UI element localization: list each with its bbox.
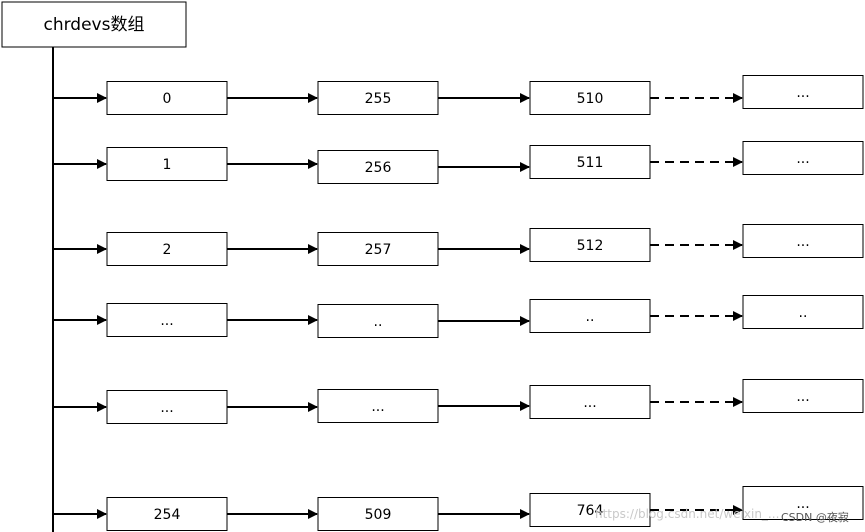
chain-row: 254 509 764...	[53, 486, 864, 531]
chain-node-box	[742, 141, 864, 175]
chain-node-box	[529, 385, 651, 419]
chain-row: .........	[53, 295, 864, 338]
chain-row: 2 257 512...	[53, 224, 864, 266]
chain-node-label: 1	[163, 157, 172, 173]
chain-node-box	[317, 232, 439, 266]
diagram-title: chrdevs数组	[44, 15, 145, 35]
chain-node-label: 257	[365, 242, 392, 258]
chain-node-label: ...	[796, 234, 809, 250]
rows-group: 0 255 510... 1 256 511... 2 257 512.............…	[53, 75, 864, 531]
chain-node-box	[742, 224, 864, 258]
title-box: chrdevs数组	[1, 1, 187, 48]
chain-node-label: 511	[577, 155, 604, 171]
chain-node-label: ...	[160, 400, 173, 416]
chain-node-label: ...	[796, 151, 809, 167]
chain-row: 1 256 511...	[53, 141, 864, 184]
chain-node-label: ...	[796, 496, 809, 512]
chain-node-label: ..	[799, 305, 808, 321]
chain-node-label: 256	[365, 160, 392, 176]
chain-node-label: 255	[365, 91, 392, 107]
title-box-border	[1, 1, 187, 48]
chain-node-label: ...	[371, 399, 384, 415]
chain-node-label: 764	[577, 503, 604, 519]
chain-node-label: ...	[796, 85, 809, 101]
chain-node-label: 0	[163, 91, 172, 107]
chain-node-box	[742, 295, 864, 329]
watermark-url: https://blog.csdn.net/weixin_...	[595, 507, 779, 521]
chain-node-label: 510	[577, 91, 604, 107]
chain-node-box	[529, 145, 651, 179]
chain-node-label: 254	[154, 507, 181, 523]
chain-node-box	[529, 299, 651, 333]
chain-node-box	[529, 228, 651, 262]
chain-node-box	[106, 497, 228, 531]
chain-node-box	[106, 232, 228, 266]
chain-node-box	[317, 304, 439, 338]
chain-node-label: ...	[796, 389, 809, 405]
chain-node-box	[317, 81, 439, 115]
chain-node-box	[106, 147, 228, 181]
chain-node-label: 512	[577, 238, 604, 254]
chain-node-box	[529, 493, 651, 527]
chain-node-box	[106, 303, 228, 337]
chain-node-box	[106, 81, 228, 115]
chain-node-label: ...	[583, 395, 596, 411]
chain-node-label: ..	[586, 309, 595, 325]
chain-node-box	[742, 486, 864, 520]
chain-row: 0 255 510...	[53, 75, 864, 115]
watermark-brand: CSDN @夜寂	[781, 510, 849, 524]
chain-node-label: 509	[365, 507, 392, 523]
chain-node-label: ...	[160, 313, 173, 329]
chain-node-box	[529, 81, 651, 115]
chain-node-box	[742, 379, 864, 413]
chain-node-label: 2	[163, 242, 172, 258]
chain-node-label: ..	[374, 314, 383, 330]
chain-row: ............	[53, 379, 864, 424]
chain-node-box	[106, 390, 228, 424]
chain-node-box	[742, 75, 864, 109]
